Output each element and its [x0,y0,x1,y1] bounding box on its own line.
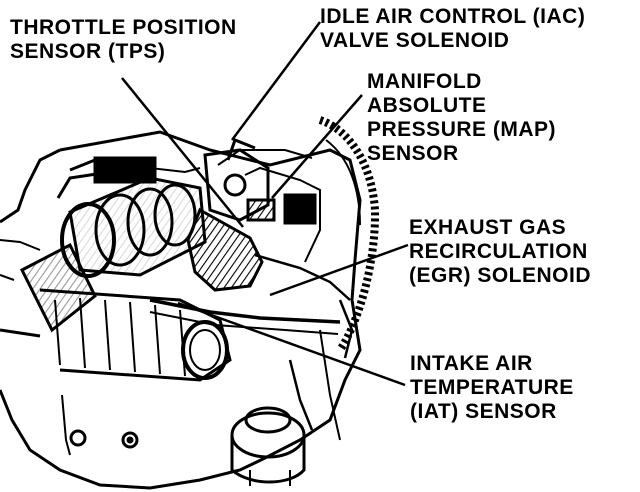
callout-line: INTAKE AIR [410,352,533,375]
callout-line: (IAT) SENSOR [410,400,557,423]
callout-line: EXHAUST GAS [409,216,567,239]
egr-valve [230,406,306,486]
callout-line: PRESSURE (MAP) [367,118,557,141]
callout-line: SENSOR [367,142,459,165]
callout-intake-air-temperature-sensor: INTAKE AIR TEMPERATURE (IAT) SENSOR [410,352,574,424]
callout-line: THROTTLE POSITION [10,16,237,39]
leader-tps [121,77,244,228]
leader-map [271,94,363,199]
leader-iac [230,21,322,141]
callout-line: (EGR) SOLENOID [409,264,592,287]
callout-egr-solenoid: EXHAUST GAS RECIRCULATION (EGR) SOLENOID [409,216,591,288]
callout-line: ABSOLUTE [367,94,487,117]
callout-throttle-position-sensor: THROTTLE POSITION SENSOR (TPS) [10,16,237,64]
callout-line: RECIRCULATION [409,240,588,263]
leader-egr [269,243,409,297]
callout-line: VALVE SOLENOID [320,29,510,52]
callout-idle-air-control: IDLE AIR CONTROL (IAC) VALVE SOLENOID [320,5,585,53]
distributor [318,116,380,359]
callout-line: MANIFOLD [367,70,482,93]
intake-air-duct [19,176,232,382]
leader-iat [177,301,406,387]
callout-line: TEMPERATURE [410,376,574,399]
throttle-body [203,138,270,222]
callout-line: SENSOR (TPS) [10,40,166,63]
callout-map-sensor: MANIFOLD ABSOLUTE PRESSURE (MAP) SENSOR [367,70,556,166]
callout-line: IDLE AIR CONTROL (IAC) [320,5,586,28]
leader-lines [121,21,409,387]
